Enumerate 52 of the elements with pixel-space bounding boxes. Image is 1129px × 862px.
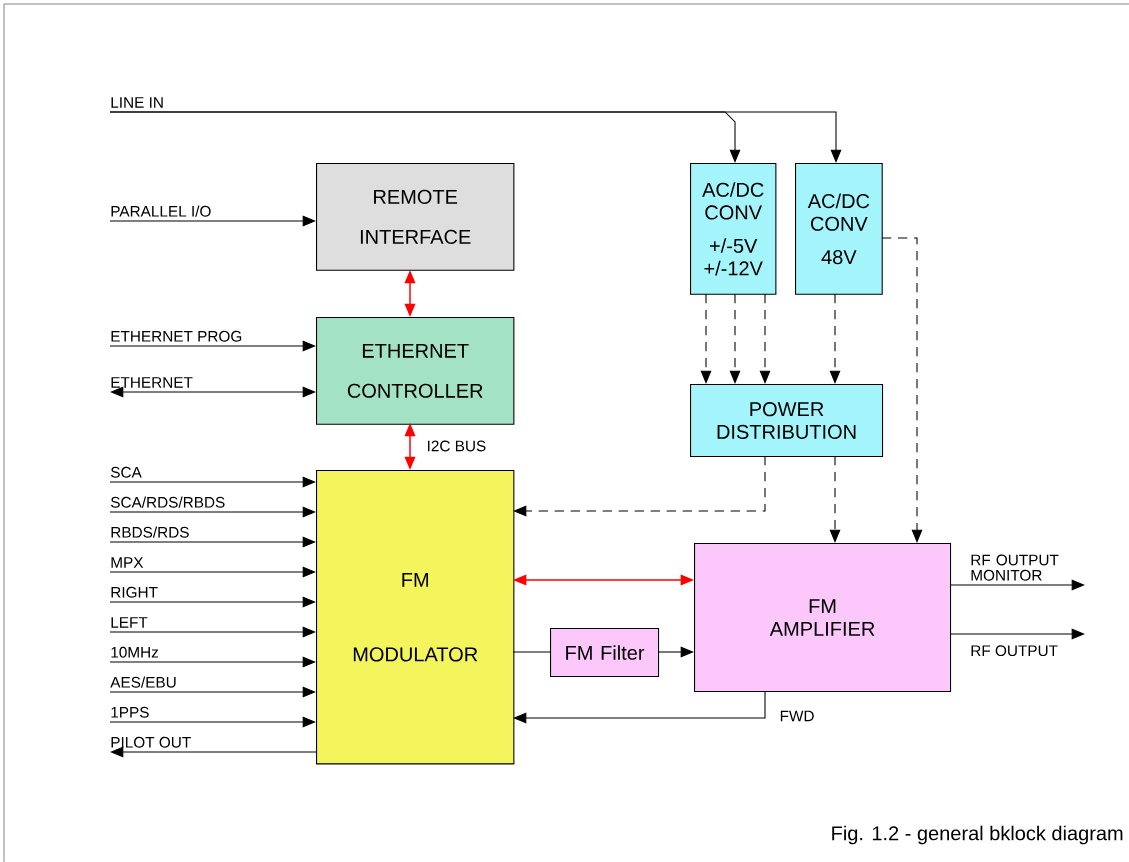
arrow (109, 716, 316, 728)
arrow (881, 237, 923, 543)
edge-label: I2C BUS (425, 439, 488, 453)
block-box: ETHERNET CONTROLLER (316, 317, 515, 425)
block-box: FM Filter (550, 628, 660, 678)
signal-label: MPX (111, 557, 144, 568)
signal-label: ETHERNET PROG (111, 330, 242, 342)
figure-caption: Fig. 1.2 - general bklock diagram (832, 825, 1123, 845)
arrow (109, 340, 316, 352)
arrow (759, 293, 771, 384)
signal-label: 10MHz (111, 646, 159, 658)
edge-label: FWD (778, 709, 816, 723)
signal-label: LINE IN (111, 97, 163, 108)
signal-label: SCA (110, 466, 142, 478)
block-box: FM AMPLIFIER (694, 543, 952, 693)
signal-label: 1PPS (111, 706, 149, 718)
signal-label: LEFT (111, 617, 148, 628)
signal-label: AES/EBU (110, 676, 176, 688)
arrow (109, 506, 316, 518)
block-box: FM MODULATOR (316, 470, 515, 765)
connector-line (512, 651, 551, 653)
arrow (109, 536, 316, 548)
signal-label: PILOT OUT (111, 736, 191, 748)
block-box: AC/DC CONV +/-5V +/-12V (690, 163, 777, 295)
arrow (829, 293, 841, 384)
block-box: AC/DC CONV 48V (795, 163, 883, 295)
block-box: REMOTE INTERFACE (316, 163, 515, 271)
arrow (513, 690, 766, 724)
arrow (700, 293, 712, 384)
signal-label: PARALLEL I/O (111, 205, 211, 217)
signal-label: RF OUTPUT MONITOR (971, 554, 1059, 581)
arrow (109, 626, 316, 638)
arrow (109, 656, 316, 668)
arrow (729, 293, 741, 384)
arrow (110, 746, 317, 758)
arrow (109, 476, 316, 488)
arrow (949, 628, 1085, 640)
arrow (109, 596, 316, 608)
block-box: POWER DISTRIBUTION (690, 384, 884, 458)
signal-label: SCA/RDS/RBDS (110, 496, 225, 508)
arrow (657, 646, 694, 658)
arrow (513, 455, 766, 517)
arrow (109, 686, 316, 698)
arrow (829, 455, 841, 543)
arrow (949, 579, 1085, 591)
signal-label: RF OUTPUT (971, 645, 1058, 657)
arrow (109, 566, 316, 578)
signal-label: RIGHT (111, 586, 158, 598)
signal-label: ETHERNET (111, 377, 193, 388)
arrow (109, 215, 316, 227)
signal-label: RBDS/RDS (111, 526, 189, 538)
arrow (110, 386, 316, 398)
